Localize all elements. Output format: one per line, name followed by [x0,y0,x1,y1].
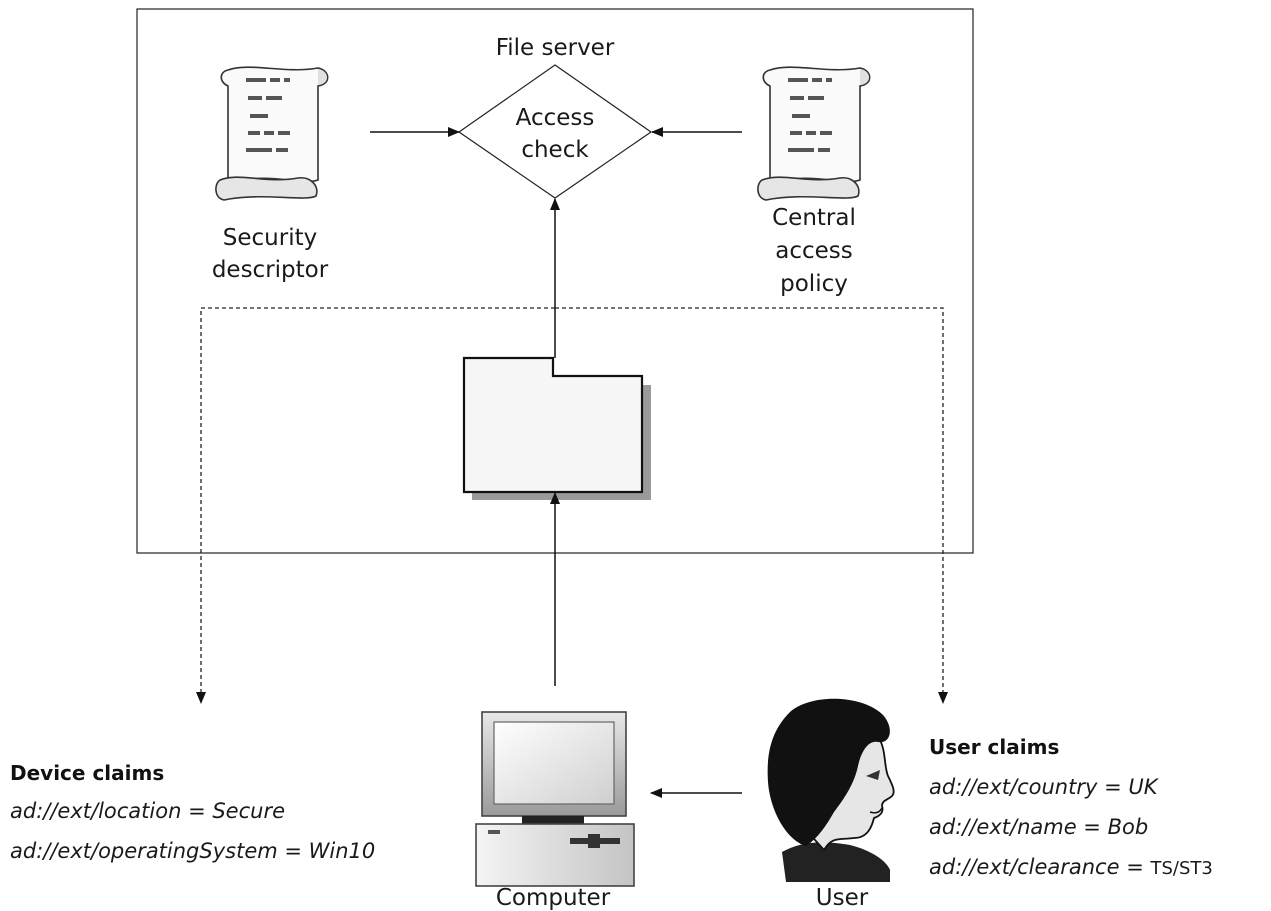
central-access-policy-scroll-icon [757,66,871,201]
user-claim-clearance: ad://ext/clearance = TS/ST3 [929,855,1213,879]
computer-icon [475,711,635,887]
user-avatar-icon [767,698,895,882]
file-server-title: File server [496,35,615,61]
user-claim-name: ad://ext/name = Bob [929,815,1148,839]
dotted-arrowhead-user [938,692,948,704]
user-claims-title: User claims [929,735,1059,759]
user-claim-clearance-prefix: ad://ext/clearance = [929,855,1150,879]
device-claims-title: Device claims [10,761,164,785]
device-claim-location: ad://ext/location = Secure [10,799,285,823]
access-check-label-line1: Access [516,105,595,131]
folder-icon [462,356,651,500]
user-label: User [816,885,869,911]
security-descriptor-label-line1: Security [223,225,317,251]
user-claim-clearance-value: TS/ST3 [1149,858,1212,879]
device-claim-operating-system: ad://ext/operatingSystem = Win10 [10,839,375,863]
access-check-diamond [457,64,653,199]
central-access-policy-label-line3: policy [780,271,848,297]
access-check-label-line2: check [521,137,589,163]
dotted-line-user-claims [555,307,944,700]
security-descriptor-scroll-icon [215,66,329,201]
central-access-policy-label-line1: Central [772,205,856,231]
dotted-line-device-claims [200,307,555,700]
central-access-policy-label-line2: access [775,238,853,264]
dotted-arrowhead-device [196,692,206,704]
computer-label: Computer [496,885,611,911]
user-claim-country: ad://ext/country = UK [929,775,1160,799]
security-descriptor-label-line2: descriptor [212,257,329,283]
